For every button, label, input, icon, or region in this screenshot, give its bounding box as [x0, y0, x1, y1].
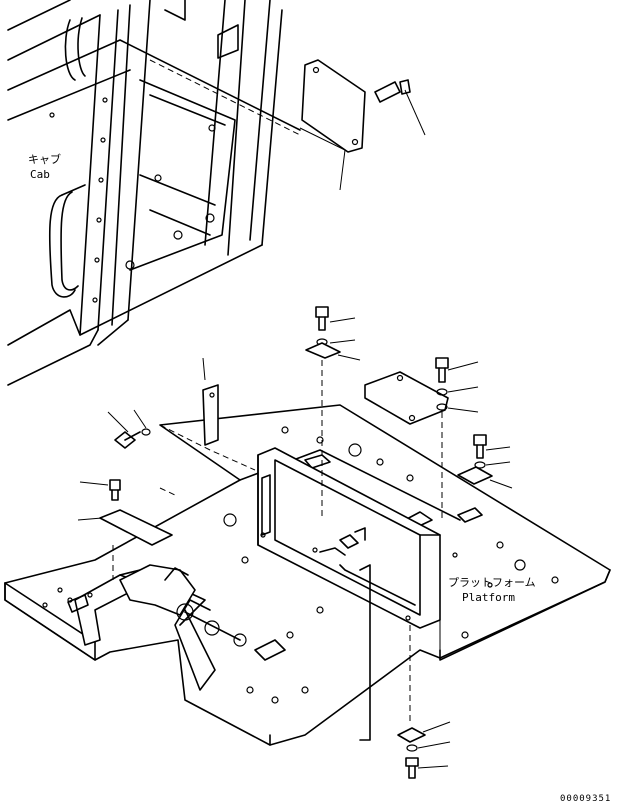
- bolt-4: [107, 411, 141, 449]
- platform-label-jp: プラットフォーム: [448, 576, 536, 589]
- shim-plate-3: [99, 509, 173, 546]
- cab-label-jp: キャブ: [28, 152, 61, 166]
- bolt-1: [315, 306, 356, 331]
- bolt-5: [79, 479, 121, 501]
- shim-plate-2: [457, 466, 493, 485]
- bolt-2: [435, 357, 479, 383]
- platform-assembly: [4, 404, 611, 746]
- cab-cover-plate: [149, 59, 366, 191]
- washer-3: [436, 403, 448, 411]
- washer-2: [436, 388, 448, 396]
- cover-plate-right: [364, 371, 449, 425]
- cab-assembly: [7, 0, 301, 386]
- cover-bolt: [374, 79, 426, 136]
- washer-4: [474, 461, 486, 469]
- bracket-left: [159, 357, 256, 471]
- platform-label-en: Platform: [462, 591, 515, 604]
- cab-label-en: Cab: [30, 168, 50, 181]
- drawing-code: 00009351: [560, 794, 611, 804]
- shim-plate-1: [305, 342, 341, 359]
- bolt-3: [473, 434, 511, 459]
- bottom-parts: [359, 564, 451, 779]
- washer-5: [141, 428, 151, 436]
